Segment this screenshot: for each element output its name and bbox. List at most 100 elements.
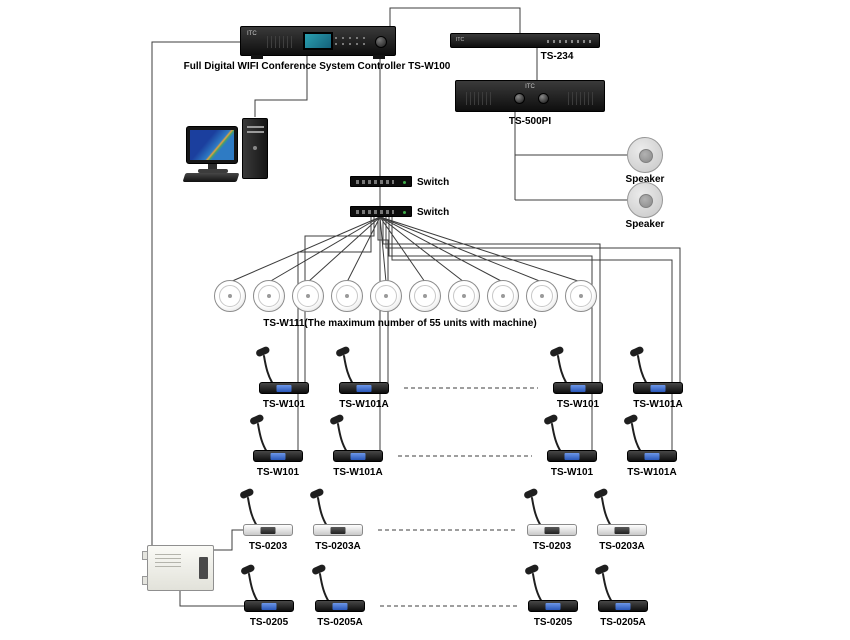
terminal-block xyxy=(199,557,208,579)
itc-logo: ITC xyxy=(247,31,257,37)
vent-grille xyxy=(267,36,295,48)
gain-knob xyxy=(538,93,549,104)
switch-label: Switch xyxy=(417,207,450,218)
mic-gooseneck xyxy=(330,414,348,453)
ceiling-unit-ts-w111 xyxy=(409,280,441,312)
vent-lines xyxy=(155,554,181,570)
rack-ts-234: ITC xyxy=(450,33,600,48)
mic-label: TS-0205 xyxy=(533,617,573,628)
vent-grille xyxy=(466,92,492,105)
mic-label: TS-0203 xyxy=(248,541,288,552)
mic-unit-ts-0203a: TS-0203A xyxy=(590,486,654,552)
mic-gooseneck xyxy=(312,564,330,603)
vent-grille xyxy=(568,92,594,105)
mic-unit-ts-w101a: TS-W101A xyxy=(326,412,390,478)
mic-screen xyxy=(544,527,560,534)
mounting-flange xyxy=(142,576,148,585)
amplifier-ts-500pi: ITC xyxy=(455,80,605,112)
mic-gooseneck xyxy=(240,488,258,527)
mic-unit-ts-w101a: TS-W101A xyxy=(626,344,690,410)
mic-gooseneck xyxy=(544,414,562,453)
mic-unit-ts-0203: TS-0203 xyxy=(236,486,300,552)
mic-base xyxy=(528,600,578,612)
mic-label: TS-0205A xyxy=(317,617,363,628)
monitor-base xyxy=(198,169,228,173)
mic-screen xyxy=(260,527,276,534)
mic-unit-ts-w101: TS-W101 xyxy=(540,412,604,478)
power-supply-box xyxy=(142,545,214,591)
monitor-stand xyxy=(208,164,217,169)
ceiling-unit-ts-w111 xyxy=(448,280,480,312)
mic-label: TS-0205A xyxy=(600,617,646,628)
ceiling-unit-ts-w111 xyxy=(370,280,402,312)
monitor-screen xyxy=(190,130,234,160)
mic-screen xyxy=(564,453,580,460)
mic-gooseneck xyxy=(550,346,568,385)
mic-base xyxy=(633,382,683,394)
ceiling-speaker xyxy=(627,137,663,173)
mic-base xyxy=(244,600,294,612)
ceiling-unit-ts-w111 xyxy=(331,280,363,312)
mounting-flange xyxy=(142,551,148,560)
mic-gooseneck xyxy=(630,346,648,385)
gain-knob xyxy=(514,93,525,104)
mic-base xyxy=(243,524,293,536)
ceiling-unit-ts-w111 xyxy=(565,280,597,312)
mic-gooseneck xyxy=(595,564,613,603)
mic-base xyxy=(313,524,363,536)
mic-screen xyxy=(570,385,586,392)
speaker-label: Speaker xyxy=(625,219,665,230)
ceiling-speaker xyxy=(627,182,663,218)
mic-unit-ts-0203: TS-0203 xyxy=(520,486,584,552)
mic-screen xyxy=(276,385,292,392)
mic-screen xyxy=(614,527,630,534)
mic-label: TS-W101A xyxy=(627,467,677,478)
mic-gooseneck xyxy=(594,488,612,527)
keyboard xyxy=(182,173,240,182)
mic-screen xyxy=(330,527,346,534)
mic-screen xyxy=(356,385,372,392)
mic-gooseneck xyxy=(256,346,274,385)
mic-label: TS-0203 xyxy=(532,541,572,552)
mic-label: TS-0205 xyxy=(249,617,289,628)
mic-unit-ts-w101: TS-W101 xyxy=(252,344,316,410)
mic-base xyxy=(259,382,309,394)
mic-label: TS-W101 xyxy=(550,467,594,478)
mic-base xyxy=(553,382,603,394)
speaker-label: Speaker xyxy=(625,174,665,185)
mic-label: TS-W101 xyxy=(262,399,306,410)
mic-screen xyxy=(261,603,277,610)
itc-logo: ITC xyxy=(525,84,535,90)
network-switch-1 xyxy=(350,176,412,187)
monitor xyxy=(186,126,238,164)
mic-unit-ts-w101: TS-W101 xyxy=(246,412,310,478)
pc-tower xyxy=(242,118,268,179)
mic-gooseneck xyxy=(524,488,542,527)
mic-label: TS-W101A xyxy=(339,399,389,410)
controller-touchscreen xyxy=(303,32,333,50)
drive-slot xyxy=(247,131,264,133)
drive-slot xyxy=(247,126,264,128)
switch-label: Switch xyxy=(417,177,450,188)
ts-234-label: TS-234 xyxy=(540,51,574,62)
ts-w111-row-label: TS-W111(The maximum number of 55 units w… xyxy=(263,318,537,329)
mic-gooseneck xyxy=(250,414,268,453)
controller-ts-w100: ITC xyxy=(240,26,396,59)
ceiling-unit-ts-w111 xyxy=(487,280,519,312)
power-button xyxy=(253,146,257,150)
mic-base xyxy=(527,524,577,536)
indicator-dots xyxy=(547,40,591,43)
itc-logo: ITC xyxy=(456,37,465,43)
network-switch-2 xyxy=(350,206,412,217)
mic-gooseneck xyxy=(310,488,328,527)
ts-500pi-label: TS-500PI xyxy=(508,116,552,127)
mic-base xyxy=(253,450,303,462)
mic-gooseneck xyxy=(624,414,642,453)
mic-unit-ts-0205: TS-0205 xyxy=(237,562,301,628)
ceiling-unit-ts-w111 xyxy=(292,280,324,312)
mic-screen xyxy=(650,385,666,392)
mic-base xyxy=(627,450,677,462)
ceiling-unit-ts-w111 xyxy=(214,280,246,312)
